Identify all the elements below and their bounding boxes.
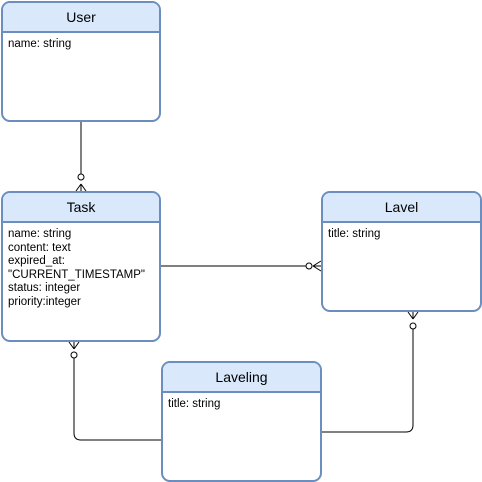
entity-title: Laveling [163,363,320,393]
crowfoot-lavel-from-laveling [407,311,414,320]
attribute-title: title: string [168,398,221,410]
entity-title: Task [3,193,159,223]
attribute-content: content: text [8,241,71,254]
optional-marker-task-lavel [305,262,313,270]
optional-marker-laveling-lavel [409,322,417,330]
attribute-priority: priority:integer [8,295,81,308]
connector-laveling-lavel[interactable] [321,329,414,433]
entity-attributes: title: string [163,393,320,412]
optional-marker-user-task [77,173,85,181]
attribute-expired-at: expired_at: [8,255,65,267]
entity-user[interactable]: User name: string [1,1,161,122]
entity-attributes: title: string [323,223,480,242]
crowfoot-task-from-user [75,183,82,192]
crowfoot-lavel-from-task [312,260,322,267]
entity-title: Lavel [323,193,480,223]
crowfoot-task-from-laveling [68,341,75,350]
entity-attributes: name: string content: text expired_at: "… [3,223,159,309]
attribute-name: name: string [8,38,72,50]
entity-lavel[interactable]: Lavel title: string [321,191,482,312]
attribute-name: name: string [8,228,72,240]
attribute-status: status: integer [8,282,81,294]
crowfoot-lavel-from-task-bottom [312,265,322,272]
crowfoot-task-from-laveling-right [73,341,80,350]
entity-laveling[interactable]: Laveling title: string [161,361,322,482]
crowfoot-lavel-from-laveling-right [412,311,419,320]
attribute-expired-at-default: "CURRENT_TIMESTAMP" [8,268,146,281]
entity-title: User [3,3,159,33]
optional-marker-laveling-task [70,351,78,359]
connector-laveling-task[interactable] [73,358,161,441]
attribute-title: title: string [328,228,381,240]
crowfoot-task-from-user-right [80,183,87,192]
entity-task[interactable]: Task name: string content: text expired_… [1,191,161,342]
entity-attributes: name: string [3,33,159,52]
